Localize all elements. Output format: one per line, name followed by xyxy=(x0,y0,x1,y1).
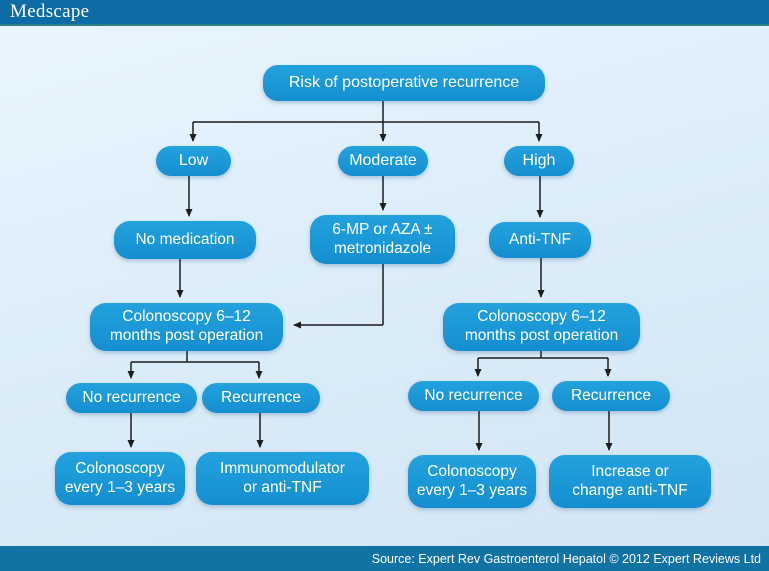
node-anti-tnf: Anti-TNF xyxy=(489,222,591,258)
node-moderate-risk: Moderate xyxy=(338,146,428,176)
node-recurrence-right: Recurrence xyxy=(552,381,670,411)
connector-risk-to-treatment xyxy=(185,176,544,218)
node-high-risk: High xyxy=(504,146,574,176)
connector-left-recurrence-split xyxy=(127,351,263,379)
node-no-recurrence-right: No recurrence xyxy=(408,381,539,411)
node-increase-or-change-anti-tnf: Increase or change anti-TNF xyxy=(549,455,711,508)
node-low-risk: Low xyxy=(156,146,231,176)
source-footer-bar: Source: Expert Rev Gastroenterol Hepatol… xyxy=(0,546,769,571)
node-colonoscopy-6-12-left: Colonoscopy 6–12 months post operation xyxy=(90,303,283,351)
node-immunomodulator-or-anti-tnf: Immunomodulator or anti-TNF xyxy=(196,452,369,505)
node-6mp-aza-metronidazole: 6-MP or AZA ± metronidazole xyxy=(310,215,455,264)
medscape-logo: Medscape xyxy=(10,1,90,22)
node-colonoscopy-1-3-years-left: Colonoscopy every 1–3 years xyxy=(55,452,185,505)
node-colonoscopy-6-12-right: Colonoscopy 6–12 months post operation xyxy=(443,303,640,351)
medscape-header-bar: Medscape xyxy=(0,0,769,26)
node-risk-of-postoperative-recurrence: Risk of postoperative recurrence xyxy=(263,65,545,101)
connector-right-recurrence-split xyxy=(474,351,612,377)
node-no-medication: No medication xyxy=(114,221,256,259)
connector-right-outcomes xyxy=(475,411,613,451)
node-colonoscopy-1-3-years-right: Colonoscopy every 1–3 years xyxy=(408,455,536,508)
connector-left-outcomes xyxy=(127,413,264,448)
connector-title-split xyxy=(189,101,543,142)
source-attribution: Source: Expert Rev Gastroenterol Hepatol… xyxy=(371,551,761,566)
node-no-recurrence-left: No recurrence xyxy=(66,383,197,413)
node-recurrence-left: Recurrence xyxy=(202,383,320,413)
